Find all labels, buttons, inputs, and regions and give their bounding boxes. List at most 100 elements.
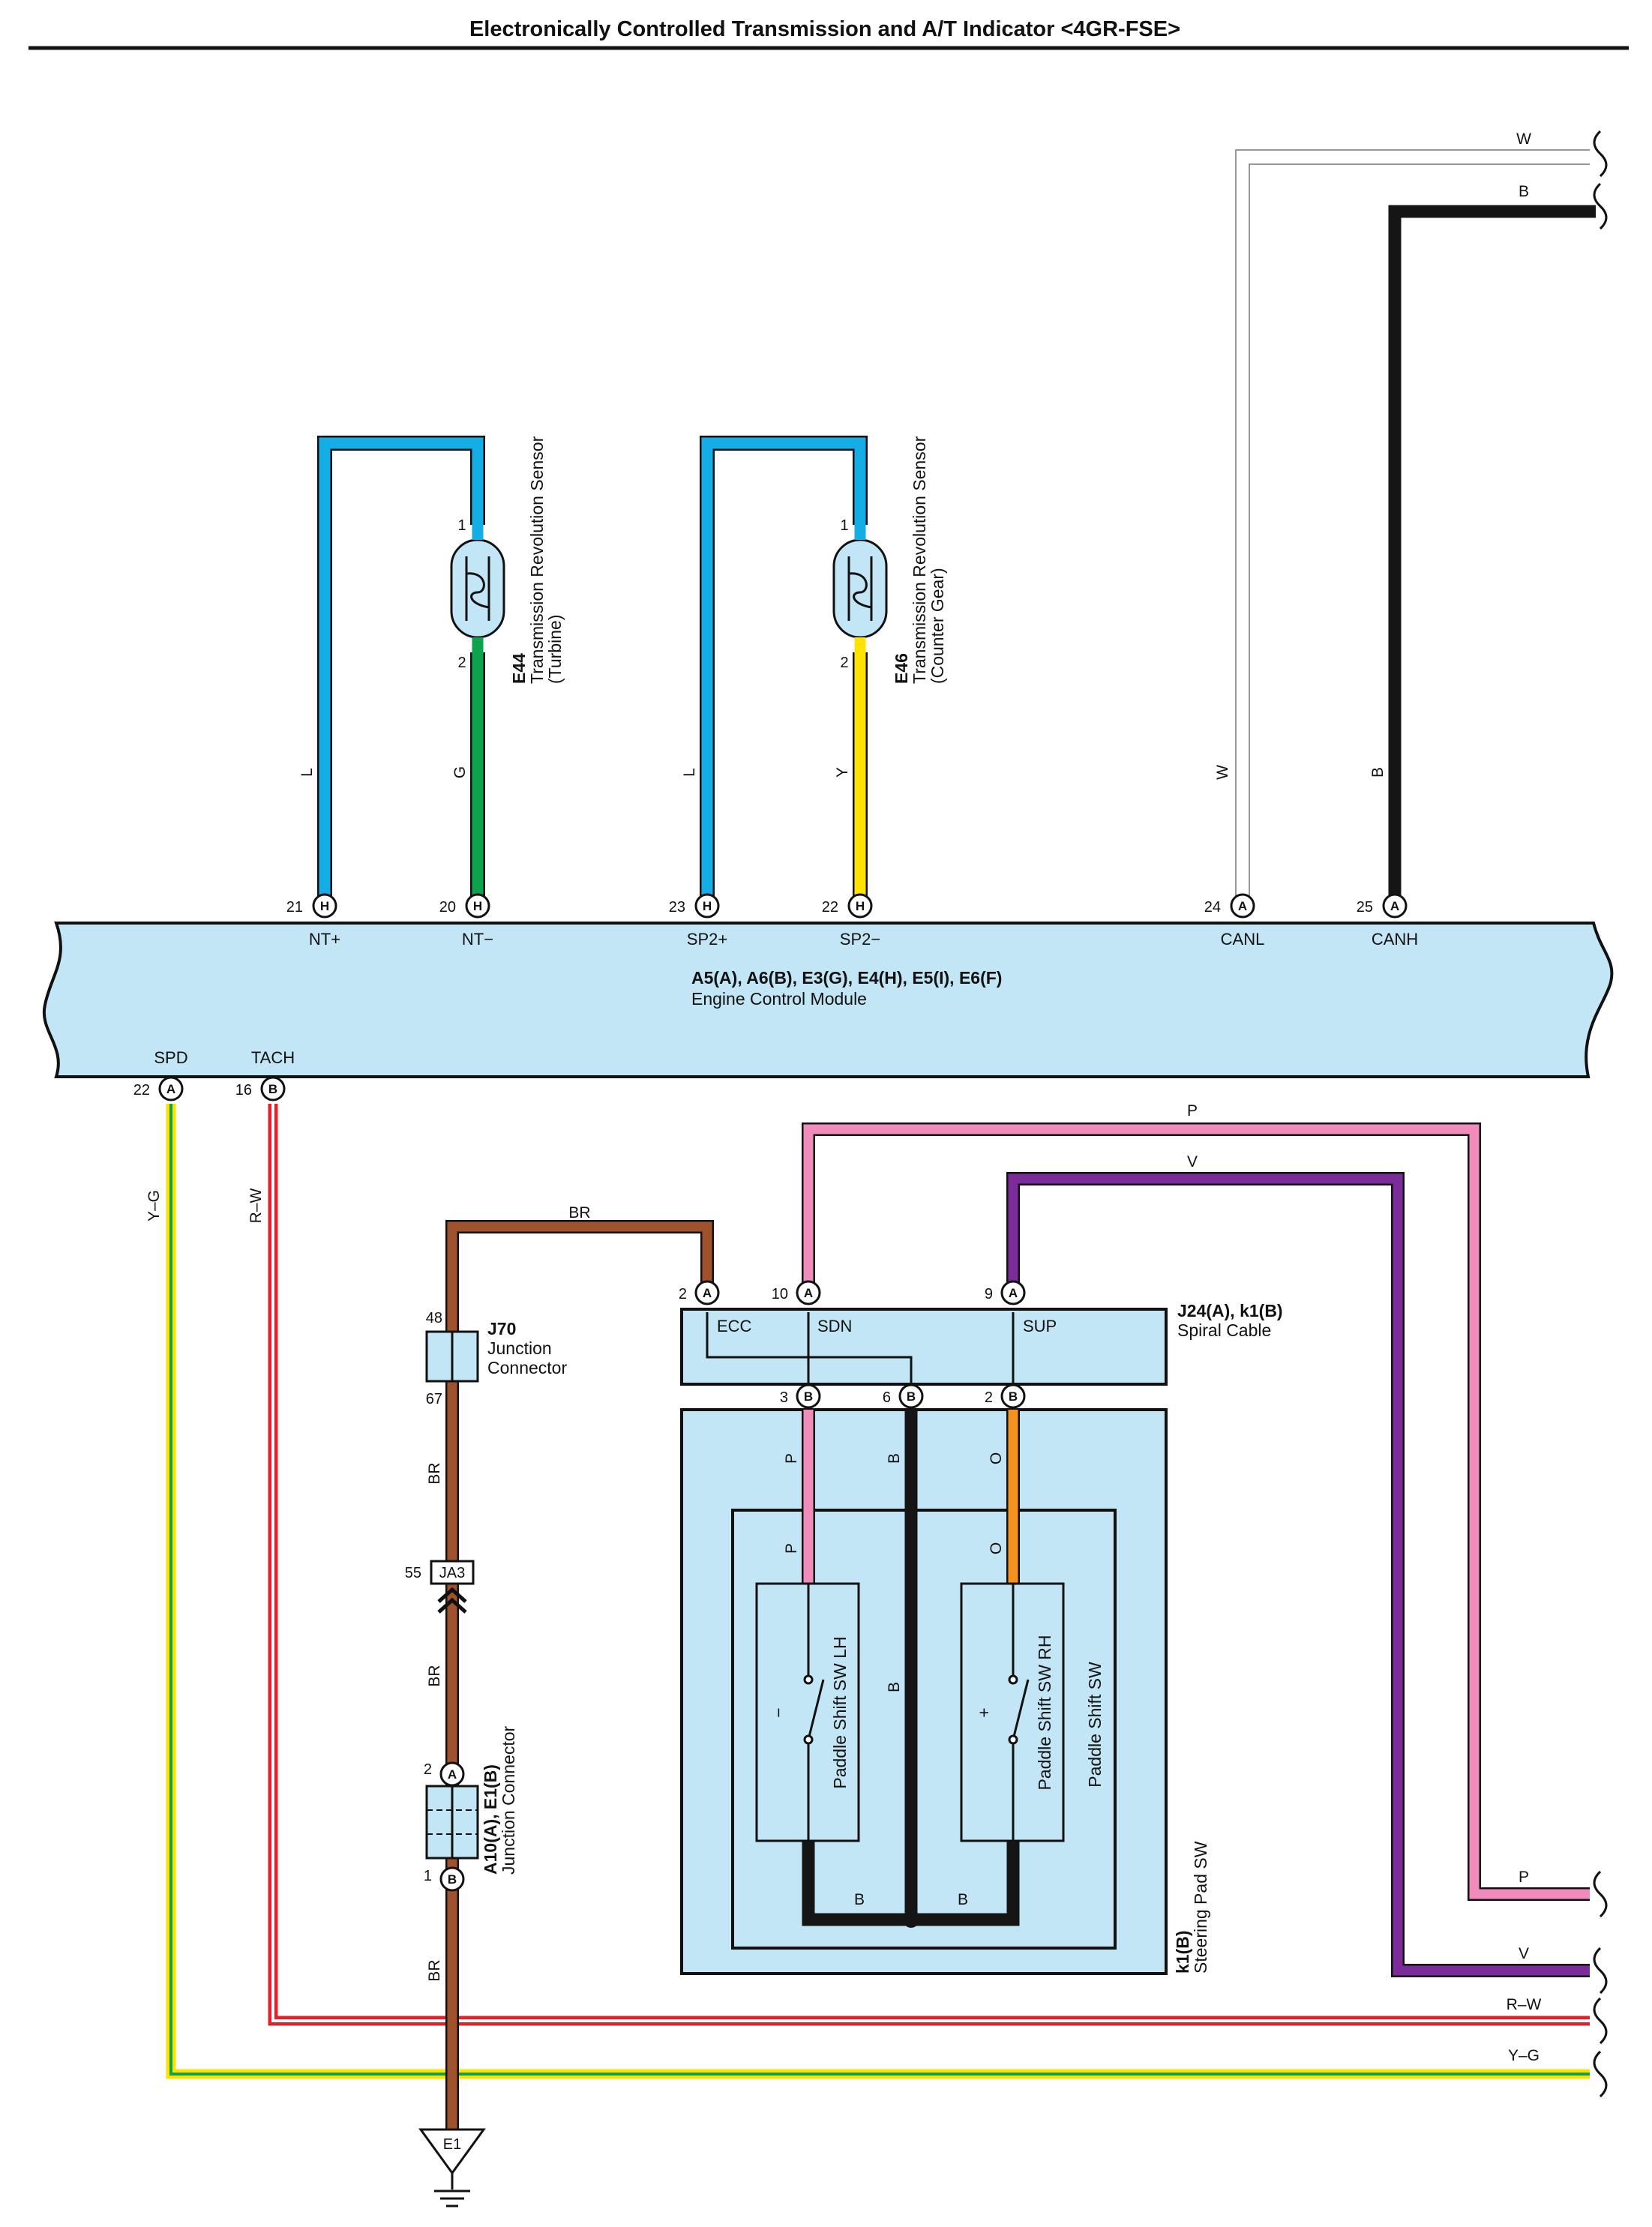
wire-label-v-right: V [1519, 1945, 1529, 1962]
svg-text:9: 9 [985, 1286, 993, 1302]
diagram-title: Electronically Controlled Transmission a… [469, 17, 1180, 41]
svg-text:24: 24 [1204, 899, 1221, 916]
ecm-code: A5(A), A6(B), E3(G), E4(H), E5(I), E6(F) [691, 968, 1002, 988]
ecm-name: Engine Control Module [691, 989, 867, 1009]
svg-text:A: A [1238, 899, 1247, 913]
pin-spiral-b2: B 2 [985, 1383, 1026, 1409]
svg-text:B: B [907, 1389, 916, 1404]
pin-markers: H 21 H 20 H 23 H 22 A 24 A 25 [133, 893, 1408, 1892]
wire-label-rw-right: R–W [1507, 1996, 1542, 2013]
pin-spiral-ecc: A 2 [679, 1280, 720, 1305]
wire-v-sup [1008, 1173, 1590, 1976]
svg-text:22: 22 [822, 899, 838, 916]
svg-text:A10(A), E1(B): A10(A), E1(B) [481, 1764, 500, 1875]
wire-label-p-top: P [1187, 1102, 1198, 1119]
wire-label-l1: L [298, 768, 316, 777]
svg-text:22: 22 [133, 1082, 150, 1099]
svg-text:23: 23 [669, 899, 685, 916]
e46-sensor-body [832, 538, 888, 639]
svg-text:25: 25 [1357, 899, 1373, 916]
lh-label: Paddle Shift SW LH [830, 1636, 850, 1788]
svg-text:Transmission Revolution Sensor: Transmission Revolution Sensor [527, 436, 547, 684]
wire-label-o-inner: O [988, 1542, 1005, 1554]
ecm-terminal-label: NT− [462, 930, 493, 949]
coil-icon [847, 556, 873, 621]
wire-br-ecc [447, 1221, 712, 2130]
ja3-connector [430, 1560, 475, 1585]
pin-spiral-sup: A 9 [985, 1280, 1026, 1305]
rh-plus-label: + [974, 1707, 994, 1717]
svg-text:B: B [1009, 1389, 1018, 1404]
spiral-sup: SUP [1023, 1317, 1057, 1335]
wire-label-b-mid: B [886, 1453, 903, 1464]
spiral-code: J24(A), k1(B) [1177, 1301, 1283, 1320]
wire-l-sp2-plus-edge [700, 436, 868, 906]
wire-label-rw-side: R–W [247, 1188, 265, 1223]
svg-text:A: A [166, 1082, 175, 1096]
svg-text:E44: E44 [509, 653, 529, 684]
svg-text:2: 2 [679, 1286, 687, 1302]
splice-point [903, 1911, 919, 1928]
ja3-code: JA3 [439, 1565, 465, 1581]
wire-p-sdn [803, 1124, 1590, 1899]
ecm-terminal-label: SP2− [840, 930, 880, 949]
ground-triangle [418, 2128, 486, 2175]
svg-text:A: A [448, 1767, 457, 1782]
pin-spiral-b3: B 3 [780, 1383, 821, 1409]
ecm-terminal-label: CANH [1372, 930, 1418, 949]
wire-label-b-left: B [854, 1891, 865, 1908]
wire-yg-stripe [169, 1104, 1590, 2076]
pin-canh: A 25 [1357, 893, 1408, 919]
wire-label-w-side: W [1214, 765, 1231, 780]
svg-text:k1(B): k1(B) [1173, 1930, 1192, 1974]
ground-icon [434, 2190, 470, 2208]
wire-break-icon [1593, 2050, 1608, 2098]
spiral-sdn: SDN [817, 1317, 852, 1335]
wire-label-br: BR [426, 1959, 443, 1981]
wire-label-p-inner: P [783, 1543, 800, 1554]
svg-text:21: 21 [286, 899, 303, 916]
wire-break-icon [1593, 130, 1608, 178]
wire-w-canl-inner [1249, 163, 1590, 906]
wire-b-canh [1388, 205, 1596, 906]
svg-text:H: H [856, 899, 865, 913]
svg-text:10: 10 [772, 1286, 788, 1302]
svg-text:A: A [804, 1286, 813, 1300]
j70-line2: Connector [487, 1358, 567, 1377]
pin-spiral-b6: B 6 [883, 1383, 924, 1409]
pin-canl: A 24 [1204, 893, 1255, 919]
svg-text:B: B [804, 1389, 813, 1404]
wire-break-icon [1593, 1947, 1608, 1995]
pin-a10-top: A [439, 1761, 465, 1787]
svg-text:6: 6 [883, 1389, 891, 1406]
j70-pin-bottom: 67 [426, 1391, 442, 1407]
svg-text:B: B [448, 1872, 457, 1887]
coil-icon [465, 556, 490, 621]
pin-sp2-minus: H 22 [822, 893, 873, 919]
svg-text:H: H [473, 899, 482, 913]
wire-label-g: G [451, 766, 469, 778]
svg-text:A: A [1390, 899, 1399, 913]
e46-label: E46 Transmission Revolution Sensor (Coun… [892, 436, 947, 684]
pin-tach: B 16 [235, 1076, 286, 1102]
e46-wires [700, 436, 868, 906]
svg-text:H: H [703, 899, 712, 913]
svg-text:B: B [268, 1082, 277, 1096]
svg-text:3: 3 [780, 1389, 788, 1406]
wire-label-b-inner: B [886, 1682, 903, 1692]
ecm-terminal-label: CANL [1221, 930, 1265, 949]
br-ground-chain: BR BR BR BR 48 67 J70 Junction Connector… [405, 1204, 714, 2208]
ground-label: E1 [443, 2136, 461, 2153]
wire-w-canl-outer [1235, 149, 1590, 906]
wire-label-yg-right: Y–G [1508, 2047, 1540, 2064]
svg-text:E46: E46 [892, 653, 911, 684]
wire-label-y: Y [834, 767, 851, 778]
wire-label-v-top: V [1187, 1153, 1198, 1170]
steering-pad-label: k1(B) Steering Pad SW [1173, 1841, 1210, 1974]
ecm-terminal-label: NT+ [309, 930, 340, 949]
wire-break-icon [1593, 1870, 1608, 1918]
svg-text:(Counter Gear): (Counter Gear) [928, 568, 947, 684]
ecm-terminal-label: SPD [154, 1048, 187, 1067]
wire-break-icon [1593, 1997, 1608, 2045]
wire-label-yg-side: Y–G [145, 1190, 163, 1221]
